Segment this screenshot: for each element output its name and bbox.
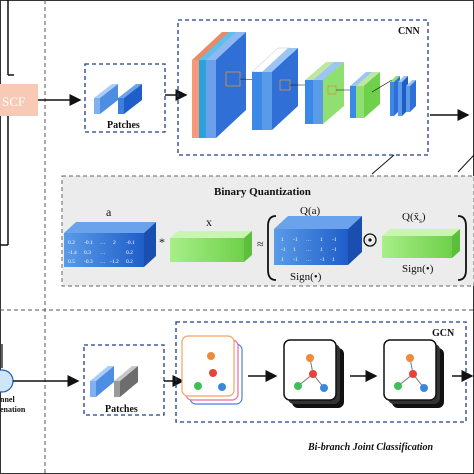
qa-cell: … [306, 247, 312, 253]
a-matrix-values: 0.2 -0.1 … 2 -0.1 -1.4 0.3 … 0.2 0.5 -0.… [68, 240, 135, 265]
multiply-symbol: * [159, 235, 165, 249]
qa-cell: 1 [332, 257, 335, 263]
a-cell: 0.3 [84, 250, 91, 256]
qx-cube [382, 236, 452, 258]
graph-node [194, 382, 202, 390]
a-cell: … [100, 250, 106, 256]
sign-bracket [267, 215, 277, 281]
a-cell: 0.5 [68, 259, 75, 265]
left-label-line2: enation [0, 405, 26, 414]
cnn-layers [192, 32, 416, 138]
qx-label-sub: s [419, 217, 422, 225]
qa-cell: -1 [293, 257, 298, 263]
cnn-title: CNN [398, 26, 420, 37]
qa-cell: -1 [332, 247, 337, 253]
graph-node [420, 384, 428, 392]
gcn-branch: nnel enation Patches GCN [0, 321, 474, 423]
a-cell: 0.2 [126, 250, 133, 256]
qx-label-close: ) [422, 211, 426, 223]
left-flow: SCF [0, 0, 82, 246]
a-cell: -0.1 [84, 240, 93, 246]
a-cell: -1.4 [68, 250, 77, 256]
hadamard-odot-icon [363, 233, 377, 247]
a-cell: 2 [113, 240, 116, 246]
graph-node [294, 382, 302, 390]
qa-cube [274, 229, 348, 265]
x-label: x [206, 215, 212, 229]
graph-node [409, 370, 417, 378]
qa-cell: 1 [293, 247, 296, 253]
sign-label-a: Sign(•) [290, 271, 322, 283]
qa-cell: 1 [320, 237, 323, 243]
graph-node [309, 370, 317, 378]
qa-cell: 1 [320, 247, 323, 253]
approx-symbol: ≈ [257, 237, 264, 251]
qa-matrix-values: 1 -1 … 1 -1 -1 1 … 1 -1 1 -1 … -1 1 [281, 237, 337, 263]
qa-cell: … [306, 257, 312, 263]
a-cell: … [100, 259, 106, 265]
graph-node [406, 354, 414, 362]
sign-label-x: Sign(•) [402, 263, 434, 275]
graph-node [394, 382, 402, 390]
cnn-box [177, 19, 429, 156]
qx-label: Q(x̃s) [402, 211, 426, 225]
a-cell: 0.2 [68, 240, 75, 246]
cnn-patches-label: Patches [107, 120, 140, 131]
graph-card-3 [383, 339, 444, 408]
qa-cell: 1 [281, 237, 284, 243]
cnn-branch: Patches CNN [84, 19, 474, 175]
a-cell: -0.3 [84, 259, 93, 265]
graph-node [320, 384, 328, 392]
qa-cell: -1 [320, 257, 325, 263]
qa-cell: -1 [332, 237, 337, 243]
qa-cell: … [306, 237, 312, 243]
graph-card-2 [283, 339, 344, 408]
a-label: a [106, 205, 112, 219]
x-vector-cube [170, 238, 244, 262]
graph-node [207, 352, 215, 360]
gcn-title: GCN [432, 328, 455, 339]
graph-node [306, 354, 314, 362]
qx-label-main: Q(x̃ [402, 211, 420, 223]
left-label-line1: nnel [0, 395, 15, 404]
qa-cell: -1 [281, 247, 286, 253]
graph-card-1 [181, 335, 243, 405]
sign-bracket-right [457, 215, 467, 281]
qa-cell: 1 [281, 257, 284, 263]
graph-node [209, 369, 217, 377]
graph-node [218, 383, 226, 391]
a-matrix-cube [64, 233, 144, 267]
concat-node [0, 369, 14, 393]
qa-cell: -1 [293, 237, 298, 243]
a-cell: -1.2 [110, 259, 119, 265]
gcn-patches-label: Patches [105, 404, 138, 415]
a-cell: … [100, 240, 106, 246]
qa-label: Q(a) [300, 205, 320, 217]
gcn-patch-cubes [90, 366, 138, 397]
binary-quantization-panel: Binary Quantization a 0.2 -0.1 … 2 -0.1 … [61, 175, 474, 287]
cnn-patches-box [84, 63, 166, 133]
a-cell: 0.2 [126, 259, 133, 265]
cnn-patch-cubes [94, 84, 142, 114]
scf-label: SCF [2, 94, 25, 109]
a-cell: -0.1 [126, 240, 135, 246]
gcn-patches-box [83, 344, 165, 416]
footer-label: Bi-branch Joint Classification [307, 442, 433, 453]
bq-title: Binary Quantization [214, 186, 311, 198]
scf-block [0, 84, 38, 116]
